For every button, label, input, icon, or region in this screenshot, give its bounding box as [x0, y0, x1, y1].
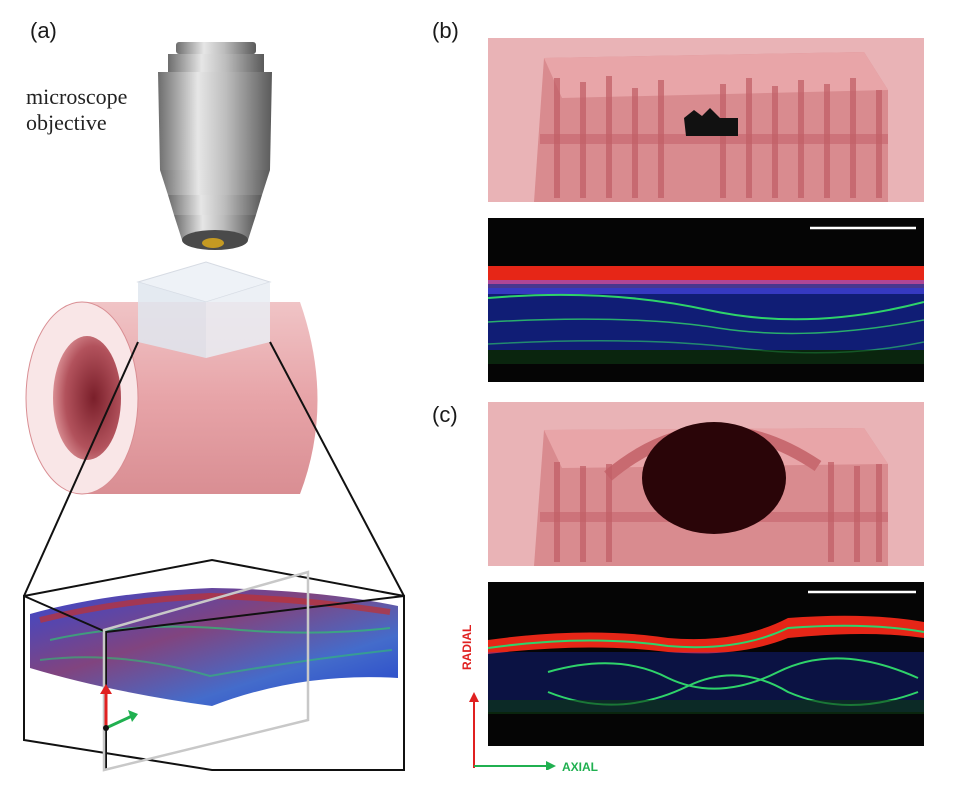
panel-a-illustration: [23, 42, 405, 772]
cell-defect-small: [684, 108, 738, 136]
radial-axis-label: RADIAL: [460, 624, 474, 670]
imaging-volume-cube: [136, 261, 272, 358]
axes-arrows-2d: [469, 692, 556, 770]
objective-caption-line-1: microscope: [26, 84, 128, 109]
panel-b-micrograph: [488, 218, 924, 382]
objective-caption-line-2: objective: [26, 110, 107, 135]
panel-a-label: (a): [30, 18, 57, 43]
objective-caption: microscope objective: [26, 84, 127, 136]
panel-c-label: (c): [432, 402, 458, 427]
panel-b-label: (b): [432, 18, 459, 43]
panel-b-schematic: [488, 38, 924, 202]
panel-c-micrograph: [488, 582, 924, 746]
vessel-tube: [25, 301, 318, 495]
microscope-objective: [158, 42, 272, 250]
axial-axis-label: AXIAL: [562, 760, 598, 774]
panel-c-schematic: [488, 402, 924, 566]
cell-defect-large: [642, 422, 786, 534]
tissue-volume-render: [23, 558, 405, 772]
axes-arrows-3d: [100, 684, 138, 731]
